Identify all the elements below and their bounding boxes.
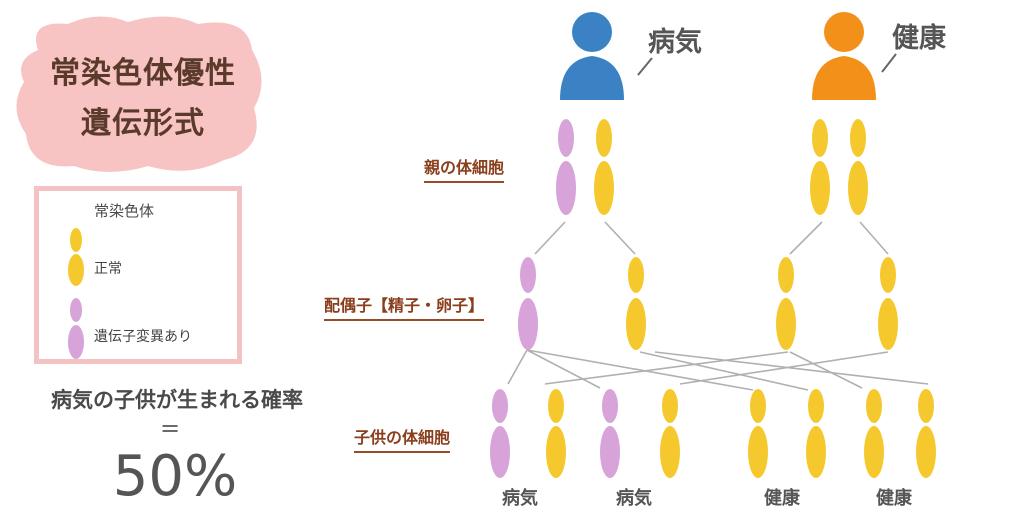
title-cloud xyxy=(16,16,262,173)
parent1-chromosome-mutant xyxy=(556,119,576,215)
child2-chromosome-mutant xyxy=(600,389,620,478)
row-label-child-cells: 子供の体細胞 xyxy=(354,424,451,453)
child2-status-label: 病気 xyxy=(616,488,652,509)
child1-status-label: 病気 xyxy=(502,488,538,509)
legend-title: 常染色体 xyxy=(94,202,155,220)
affected-parent-icon xyxy=(560,12,624,100)
gamete-normal-3 xyxy=(878,257,898,350)
row-label-gametes: 配偶子【精子・卵子】 xyxy=(324,292,485,321)
probability-value: 50% xyxy=(112,444,238,509)
parent2-chromosome-normal-b xyxy=(848,119,868,215)
child4-chromosome-normal-a xyxy=(864,389,884,478)
child3-chromosome-normal-b xyxy=(806,389,826,478)
healthy-parent-icon xyxy=(812,12,876,100)
row-label-parent-cells: 親の体細胞 xyxy=(424,154,505,183)
child2-chromosome-normal xyxy=(660,389,680,478)
parent2-chromosome-normal-a xyxy=(810,119,830,215)
child1-chromosome-normal xyxy=(546,389,566,478)
probability-text: 病気の子供が生まれる確率 xyxy=(51,388,303,412)
healthy-parent-label: 健康 xyxy=(892,23,946,54)
legend-box xyxy=(34,186,242,364)
title-line-1: 常染色体優性 xyxy=(50,56,236,91)
probability-equals: = xyxy=(159,414,181,442)
parent1-chromosome-normal xyxy=(594,119,614,215)
mutant-chromosome-icon xyxy=(68,298,84,359)
child3-status-label: 健康 xyxy=(764,488,800,509)
affected-parent-label: 病気 xyxy=(648,27,702,58)
child4-chromosome-normal-b xyxy=(916,389,936,478)
legend-mutant-label: 遺伝子変異あり xyxy=(94,329,192,345)
title-line-2: 遺伝形式 xyxy=(81,106,205,141)
child4-status-label: 健康 xyxy=(876,488,912,509)
gamete-normal-1 xyxy=(626,257,646,350)
gamete-mutant xyxy=(518,257,538,350)
child1-chromosome-mutant xyxy=(490,389,510,478)
gamete-normal-2 xyxy=(776,257,796,350)
legend-normal-label: 正常 xyxy=(94,261,122,277)
child3-chromosome-normal-a xyxy=(748,389,768,478)
normal-chromosome-icon xyxy=(68,228,84,286)
